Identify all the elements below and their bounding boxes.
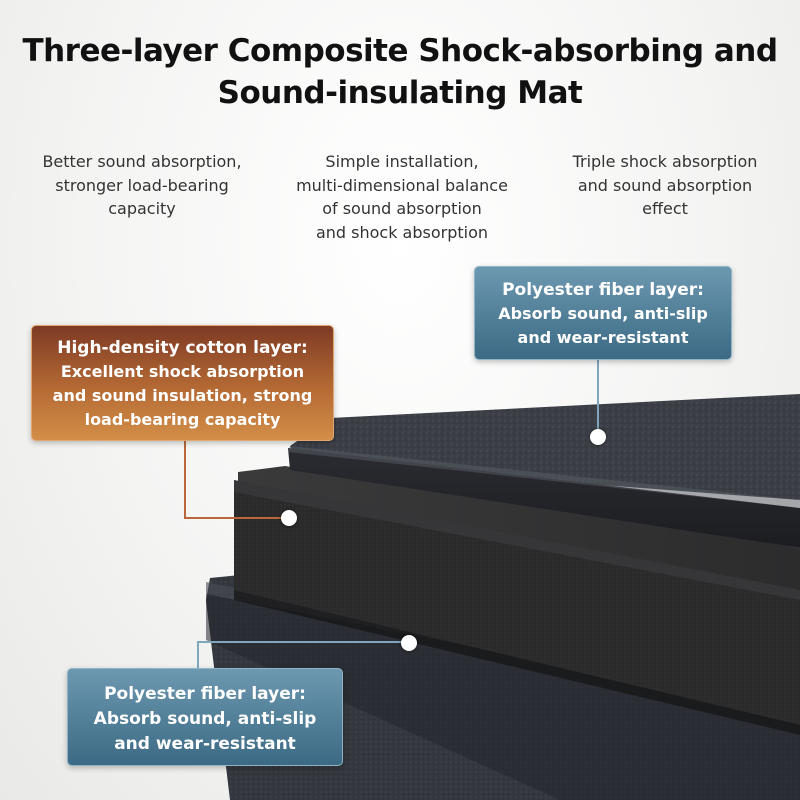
- feature-text-line: effect: [642, 199, 688, 218]
- callout-text-line: Excellent shock absorption: [60, 362, 305, 381]
- callout-bottom-polyester-layer: Polyester fiber layer: Absorb sound, ant…: [67, 668, 343, 766]
- callout-text-line: and sound insulation, strong: [52, 386, 313, 405]
- callout-heading: Polyester fiber layer:: [104, 684, 306, 704]
- callout-text-line: and wear-resistant: [517, 328, 689, 347]
- marker-dot-top: [590, 429, 606, 445]
- callout-text-line: Absorb sound, anti-slip: [498, 304, 708, 323]
- feature-text-line: Simple installation,: [325, 152, 479, 171]
- callout-text-line: Absorb sound, anti-slip: [93, 709, 317, 729]
- feature-load-bearing: Better sound absorption, stronger load-b…: [12, 150, 272, 221]
- title-line-1: Three-layer Composite Shock-absorbing an…: [22, 33, 778, 69]
- feature-text-line: Triple shock absorption: [572, 152, 758, 171]
- marker-dot-bottom: [401, 635, 417, 651]
- callout-cotton-layer: High-density cotton layer: Excellent sho…: [31, 325, 334, 441]
- callout-text-line: load-bearing capacity: [84, 410, 281, 429]
- feature-text-line: and shock absorption: [315, 222, 489, 242]
- feature-text-line: of sound absorption: [322, 199, 482, 218]
- callout-heading: Polyester fiber layer:: [502, 280, 704, 300]
- connector-line-middle-horizontal: [184, 517, 284, 519]
- top-felt-layer: [288, 394, 800, 548]
- feature-text-line: multi-dimensional balance: [296, 175, 508, 195]
- feature-text-line: and sound absorption: [577, 175, 753, 195]
- connector-line-top: [597, 360, 599, 437]
- feature-installation: Simple installation, multi-dimensional b…: [272, 150, 532, 244]
- middle-cotton-layer: [234, 466, 800, 735]
- feature-triple-absorption: Triple shock absorption and sound absorp…: [535, 150, 795, 221]
- title-line-2: Sound-insulating Mat: [217, 75, 583, 111]
- marker-dot-middle: [281, 510, 297, 526]
- callout-top-polyester-layer: Polyester fiber layer: Absorb sound, ant…: [474, 266, 732, 360]
- page-title: Three-layer Composite Shock-absorbing an…: [0, 30, 800, 114]
- feature-text-line: stronger load-bearing: [55, 175, 229, 195]
- connector-line-middle: [184, 441, 186, 519]
- feature-text-line: capacity: [108, 199, 176, 218]
- connector-line-bottom-horizontal: [197, 641, 402, 643]
- feature-text-line: Better sound absorption,: [42, 152, 242, 171]
- callout-heading: High-density cotton layer:: [57, 338, 308, 358]
- connector-line-bottom: [197, 641, 199, 668]
- callout-text-line: and wear-resistant: [114, 734, 296, 754]
